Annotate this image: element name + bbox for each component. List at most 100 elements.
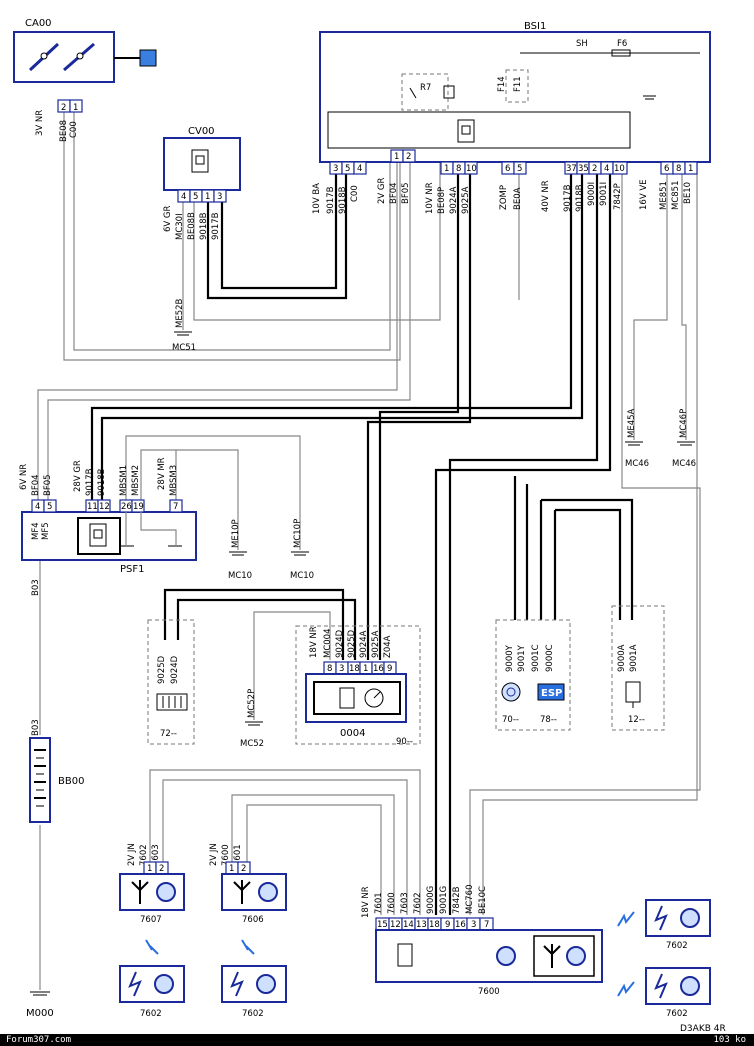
wire-label: C00 [350, 185, 360, 202]
wire-label: 6 [664, 164, 669, 174]
wire-label: 7602 [242, 1009, 264, 1019]
wire-label: 18V NR [309, 626, 319, 658]
wire-label: BE10C [478, 886, 488, 914]
connector-pin [684, 161, 698, 175]
wire-label: 19 [133, 502, 144, 512]
wire-label: MC760 [465, 885, 475, 915]
wire-label: 9017B [563, 184, 573, 212]
wire-label: 1 [688, 164, 693, 174]
wire-label: 5 [47, 502, 52, 512]
antenna-icon [543, 944, 561, 968]
wire-label: MC46P [679, 409, 689, 438]
wireless-icon [617, 981, 635, 997]
wire-label: 2 [241, 864, 246, 874]
ca00-wire-be08: BE08 [59, 120, 69, 142]
wire-label: 2 [159, 864, 164, 874]
wire-label: 3 [339, 664, 344, 674]
wire-label: B03 [31, 579, 41, 596]
radio-7600: 18V NR 7601 7600 7603 7602 9000G 9001G 7… [361, 885, 603, 997]
bsi1-r7: R7 [420, 83, 431, 93]
lightning-icon [230, 971, 244, 997]
wire-label: MBSM1 [119, 465, 129, 496]
group-12: 9000A 9001A 12-- [611, 605, 665, 731]
speaker-icon [156, 882, 176, 902]
connector-pin [97, 499, 111, 513]
wire-label: 7602 [666, 1009, 688, 1019]
wire-label: 7601 [374, 892, 384, 914]
wire-label: 12 [99, 502, 110, 512]
wire-label: MC52P [247, 689, 257, 718]
ca00-label: CA00 [25, 18, 52, 29]
wire-label: MC51 [172, 343, 196, 353]
chip-icon [191, 149, 209, 173]
gauge-icon [364, 688, 384, 708]
wire-label: MC30I [175, 213, 185, 240]
wire-label: 16V VE [639, 179, 649, 210]
bsi1-f11: F11 [513, 76, 523, 92]
wire-label: ESP [541, 688, 562, 699]
wire-label: MC10 [228, 571, 252, 581]
connector-pin [464, 161, 478, 175]
wireless-icon [241, 939, 255, 955]
wire-label: 7602 [413, 892, 423, 914]
wire-label: 9017B [211, 212, 221, 240]
speaker-7602-c: 7602 [617, 899, 711, 951]
connector-pin [69, 99, 83, 113]
connector-pin [169, 499, 183, 513]
wire-label: ME851 [659, 181, 669, 210]
wire-label: ME52B [175, 298, 185, 328]
wire-label: 14 [403, 920, 414, 930]
wire-label: 28V GR [73, 460, 83, 492]
wire-label: 12 [390, 920, 401, 930]
diagram-reference: D3AKB 4R [680, 1024, 726, 1034]
wire-label: 10 [614, 164, 625, 174]
speaker-icon [496, 946, 516, 966]
wire-label: 3 [217, 192, 222, 202]
ground-icon [174, 331, 192, 336]
wire-label: 9000C [545, 644, 555, 672]
wire-label: 9000I [587, 182, 597, 206]
wire-label: 9018B [338, 186, 348, 214]
footer-site[interactable]: Forum307.com [6, 1035, 72, 1045]
wire-label: MC004 [323, 629, 333, 659]
wire-label: 2V JN [127, 843, 137, 866]
ca00-conn: 3V NR [35, 110, 45, 136]
wire-label: 10V NR [425, 182, 435, 214]
chip-icon [457, 119, 475, 143]
wire-label: 12-- [628, 715, 645, 725]
ground-icon [30, 991, 50, 996]
wireless-icon [145, 939, 159, 955]
bsi1-label: BSI1 [524, 21, 546, 32]
speaker-icon [256, 974, 276, 994]
wire-label: 1 [394, 152, 399, 162]
wire-label: 7606 [242, 915, 264, 925]
wire-label: 37 [566, 164, 577, 174]
wire-label: 9017B [85, 468, 95, 496]
wire-label: 4 [35, 502, 40, 512]
wire-label: 2 [592, 164, 597, 174]
wire-label: 10 [466, 164, 477, 174]
speaker-icon [680, 976, 700, 996]
sensor-icon [625, 681, 641, 708]
speaker-icon [566, 946, 586, 966]
wire-label: 1 [229, 864, 234, 874]
wire-label: 11 [87, 502, 98, 512]
wire-label: 7600 [221, 844, 231, 866]
wire-label: MF4 [31, 522, 41, 540]
wire-label: 9024D [170, 655, 180, 684]
footer-bar: Forum307.com 103 ko [0, 1034, 754, 1046]
wire-label: 9000Y [505, 644, 515, 672]
connector-pin [43, 499, 57, 513]
antenna-icon [131, 880, 149, 904]
wire-label: 7602 [140, 1009, 162, 1019]
wire-label: MBSM2 [131, 465, 141, 496]
ground-icon [229, 551, 247, 556]
wire-label: 90-- [396, 737, 413, 747]
wire-label: BF05 [43, 474, 53, 496]
wire-label: 26 [121, 502, 132, 512]
wire-label: 9024A [449, 186, 459, 214]
wire-label: 18 [349, 664, 360, 674]
wire-label: 9001I [599, 182, 609, 206]
wire-label: 9024A [359, 630, 369, 658]
ground-icon [245, 721, 263, 726]
